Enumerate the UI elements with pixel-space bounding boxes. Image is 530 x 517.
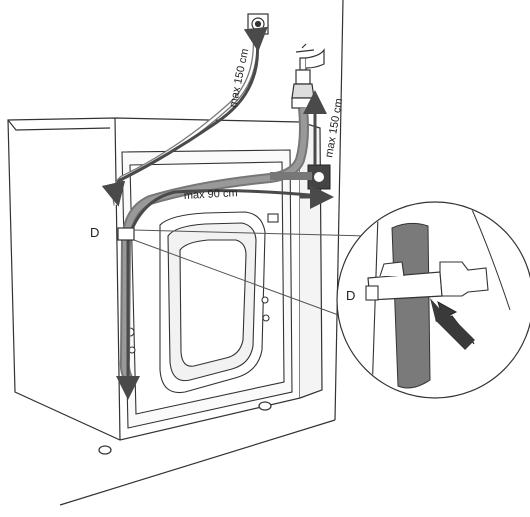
wall-outline	[59, 0, 344, 506]
inlet-length-label: max 90 cm	[184, 187, 238, 202]
zoom-callout-lines	[133, 229, 369, 321]
hose-connection-box	[270, 164, 331, 190]
drain-height-arrow	[101, 26, 268, 207]
hose-clip-d	[117, 227, 135, 241]
zoom-detail-circle	[336, 201, 530, 399]
water-tap-icon	[291, 43, 325, 109]
rear-panel	[121, 149, 293, 429]
clip-label-zoom: D	[346, 288, 355, 303]
wall-socket-icon	[247, 13, 269, 35]
clip-label-main: D	[90, 225, 99, 240]
inlet-height-label: max 150 cm	[323, 97, 345, 158]
inlet-length-arrow	[116, 185, 334, 400]
